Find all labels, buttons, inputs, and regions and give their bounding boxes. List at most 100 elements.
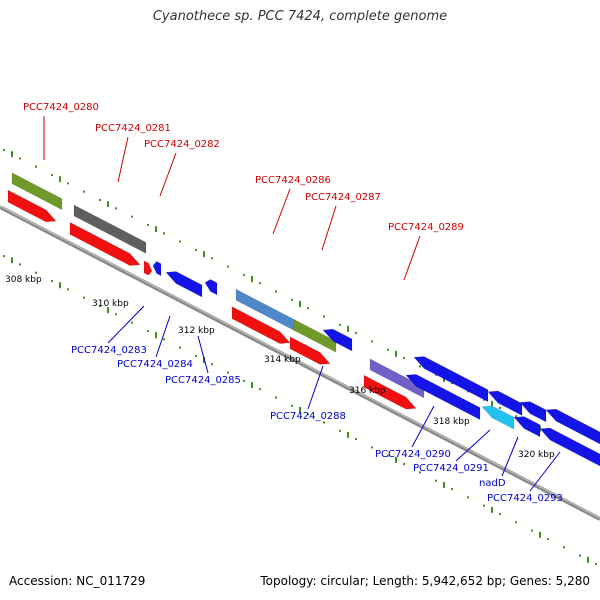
tick-dot xyxy=(419,471,421,474)
label-leader-minus xyxy=(529,451,561,492)
cds-arrow-minus xyxy=(152,261,162,277)
cds-arrow-plus xyxy=(289,336,331,365)
tick-dot xyxy=(579,554,581,557)
gene-label-minus: PCC7424_0283 xyxy=(71,345,147,356)
scale-label: 320 kbp xyxy=(518,450,555,460)
tick-dot xyxy=(131,321,133,324)
tick-dot xyxy=(115,207,117,210)
tick-dot xyxy=(243,379,245,382)
cds-arrow-minus xyxy=(513,416,541,438)
scale-label: 308 kbp xyxy=(5,275,42,285)
tick-dot xyxy=(3,149,5,152)
tick-dot xyxy=(259,388,261,391)
tick-dot xyxy=(163,232,165,235)
label-leader-plus xyxy=(272,188,291,235)
tick-dot xyxy=(179,240,181,243)
tick-dot xyxy=(51,280,53,283)
cds-arrow-minus xyxy=(204,279,218,296)
tick-dot xyxy=(499,407,501,409)
tick-dot xyxy=(51,174,53,177)
map-title: Cyanothece sp. PCC 7424, complete genome xyxy=(152,9,448,24)
label-leader-minus xyxy=(197,335,209,374)
tick-dot xyxy=(243,273,245,276)
tick-dot xyxy=(67,182,69,185)
tick-dot xyxy=(19,263,21,266)
tick-dot xyxy=(307,413,309,416)
tick-dot xyxy=(99,199,101,201)
label-leader-minus xyxy=(307,365,324,410)
tick-dot xyxy=(211,257,213,260)
tick-dot xyxy=(227,371,229,374)
tick-dot xyxy=(163,338,165,341)
scale-label: 312 kbp xyxy=(178,326,215,336)
gene-label-minus: PCC7424_0288 xyxy=(270,411,346,422)
tick-dot xyxy=(371,340,373,343)
cds-arrow-minus xyxy=(165,271,203,298)
tick-dot xyxy=(515,415,517,418)
gene-label-minus: PCC7424_0291 xyxy=(413,463,489,474)
cds-arrow-minus xyxy=(405,374,481,421)
backbone-layer xyxy=(0,205,600,521)
tick-dot xyxy=(595,562,597,565)
tick-dot xyxy=(211,363,213,366)
gene-label-minus: PCC7424_0284 xyxy=(117,359,193,370)
tick-dot xyxy=(355,332,357,335)
tick-dot xyxy=(323,315,325,318)
tick-dot xyxy=(227,265,229,268)
tick-dot xyxy=(275,396,277,399)
tick-dot xyxy=(131,215,133,218)
cds-arrow-plus xyxy=(363,374,417,410)
scale-label: 316 kbp xyxy=(349,386,386,396)
gene-label-plus: PCC7424_0280 xyxy=(23,102,99,113)
genome-summary-text: Topology: circular; Length: 5,942,652 bp… xyxy=(260,574,590,588)
tick-dot xyxy=(387,348,389,351)
gene-label-plus: PCC7424_0289 xyxy=(388,222,464,233)
gene-arrow-minus xyxy=(545,408,600,445)
tick-dot xyxy=(259,282,261,285)
genome-backbone xyxy=(0,205,600,521)
label-leader-plus xyxy=(159,152,177,197)
label-leader-plus xyxy=(117,136,129,183)
tick-dot xyxy=(483,504,485,507)
tick-dot xyxy=(323,421,325,424)
tick-dot xyxy=(563,546,565,549)
cds-arrow-plus xyxy=(7,189,57,223)
gene-bar-plus xyxy=(293,318,337,353)
gene-label-minus: PCC7424_0285 xyxy=(165,375,241,386)
cds-arrow-plus xyxy=(69,221,141,266)
gene-label-plus: PCC7424_0287 xyxy=(305,192,381,203)
cds-arrow-minus xyxy=(322,328,353,352)
tick-dot xyxy=(115,313,117,316)
genome-backbone-highlight xyxy=(0,205,600,519)
gene-label-minus: PCC7424_0290 xyxy=(375,449,451,460)
tick-dot xyxy=(387,454,389,457)
tick-dot xyxy=(419,365,421,368)
accession-text: Accession: NC_011729 xyxy=(9,574,146,588)
tick-dot xyxy=(99,305,101,307)
gene-bar-plus xyxy=(369,358,425,399)
gene-label-plus: PCC7424_0286 xyxy=(255,175,331,186)
tick-dot xyxy=(307,307,309,310)
tick-dot xyxy=(67,288,69,291)
gene-bar-plus xyxy=(11,172,63,211)
tick-dot xyxy=(499,513,501,515)
gene-label-plus: PCC7424_0281 xyxy=(95,123,171,134)
tick-dot xyxy=(355,438,357,441)
tick-dot xyxy=(179,346,181,349)
cds-arrow-minus xyxy=(481,405,515,430)
tick-dot xyxy=(83,296,85,299)
tick-dot xyxy=(339,323,341,326)
tick-dot xyxy=(195,248,197,251)
label-leader-minus xyxy=(107,305,145,344)
label-leader-minus xyxy=(501,436,519,477)
label-leader-minus xyxy=(155,315,171,358)
tick-dot xyxy=(19,157,21,160)
cds-arrow-minus xyxy=(539,427,600,467)
tick-dot xyxy=(147,329,149,332)
tick-dot xyxy=(35,165,37,168)
cds-arrow-plus xyxy=(231,306,291,344)
label-leader-plus xyxy=(403,235,421,281)
tick-dot xyxy=(403,463,405,466)
gene-arrow-minus xyxy=(487,390,523,416)
